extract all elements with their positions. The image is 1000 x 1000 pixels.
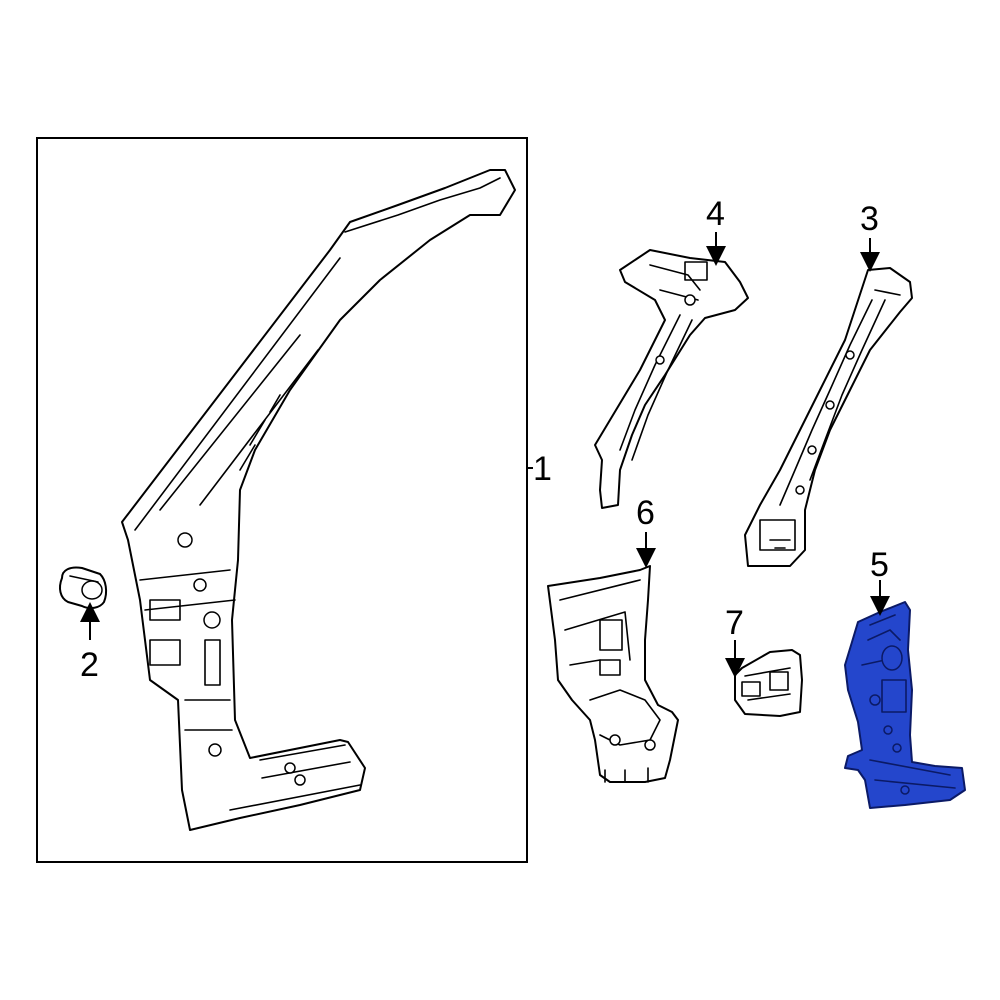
callout-2[interactable]: 2: [80, 646, 99, 684]
part-1-pillar-assembly[interactable]: [121, 169, 516, 831]
callout-5[interactable]: 5: [870, 546, 889, 584]
part-6-inner-panel[interactable]: [547, 565, 679, 783]
part-4-upper-bracket[interactable]: [594, 249, 749, 509]
part-2-grommet[interactable]: [59, 566, 108, 610]
callout-1[interactable]: 1: [533, 450, 552, 488]
callout-4[interactable]: 4: [706, 195, 725, 233]
assembly-frame: [36, 137, 528, 863]
callout-3[interactable]: 3: [860, 200, 879, 238]
callout-6[interactable]: 6: [636, 494, 655, 532]
part-3-reinforcement[interactable]: [744, 267, 913, 567]
part-7-small-bracket[interactable]: [734, 649, 803, 717]
part-5-lower-pillar-highlighted[interactable]: [844, 601, 966, 809]
callout-7[interactable]: 7: [725, 604, 744, 642]
